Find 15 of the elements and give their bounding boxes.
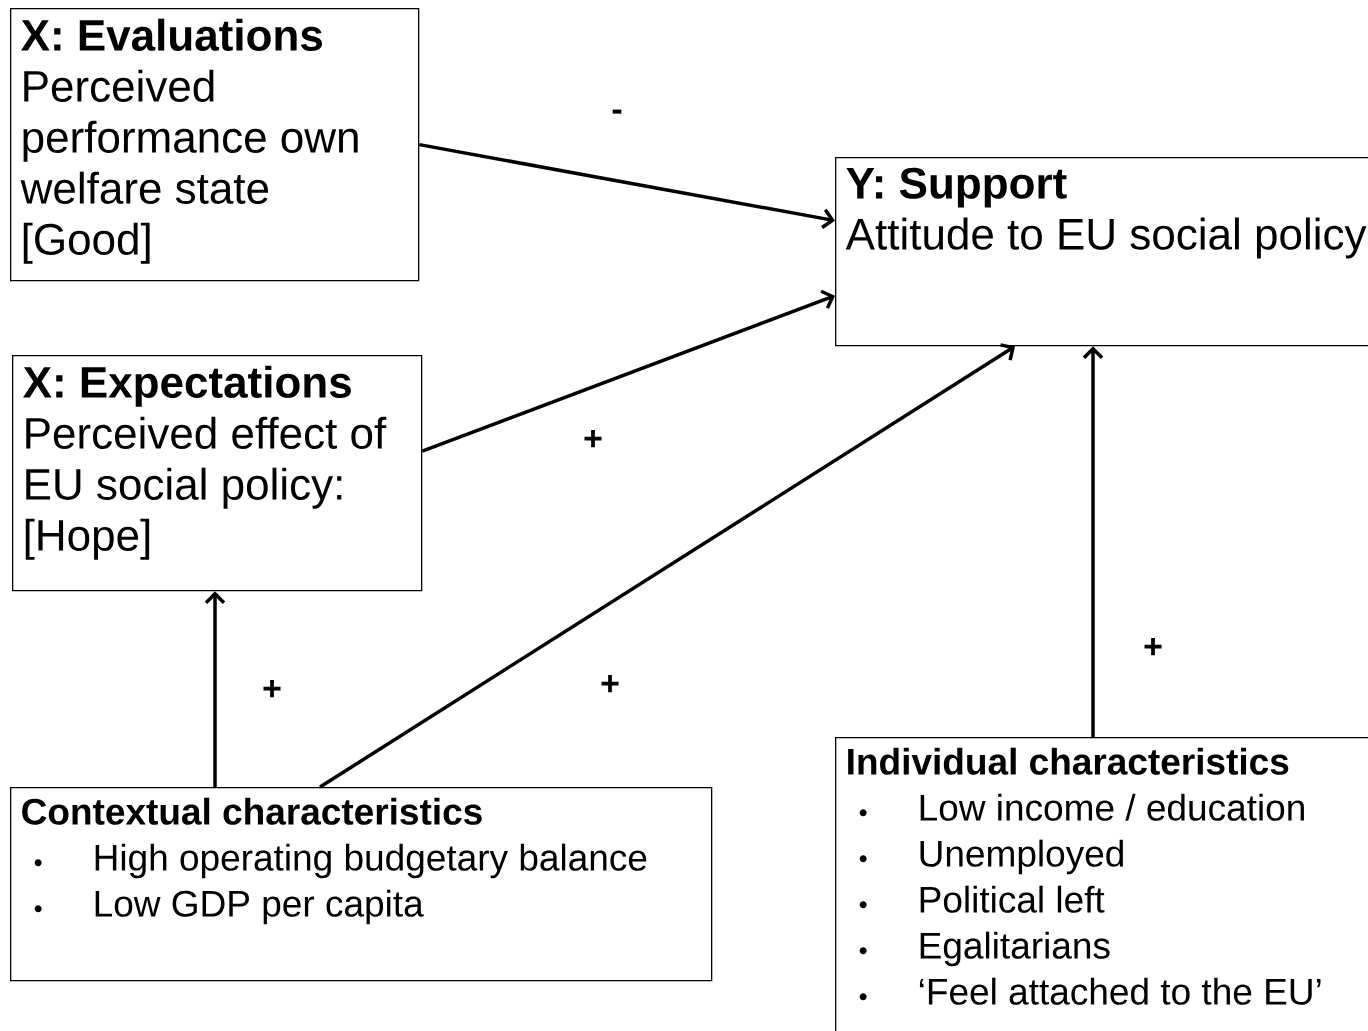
text-box: Contextual characteristics High operating budgetary balance Low GDP per capita bbox=[10, 787, 713, 982]
arrow bbox=[419, 142, 835, 229]
text-box: Individual characteristics Low income / education Unemployed Political left Egalitarians ‘Feel attached to the EU’ bbox=[835, 737, 1368, 1031]
edge-label: + bbox=[1144, 638, 1162, 656]
edge-label: + bbox=[601, 675, 619, 693]
text-box: Y: Support Attitude to EU social policy bbox=[835, 157, 1368, 347]
arrow bbox=[204, 591, 226, 787]
text-box: X: Expectations Perceived effect of EU social policy: [Hope] bbox=[12, 355, 423, 592]
arrow bbox=[319, 343, 1015, 789]
edge-label: + bbox=[584, 430, 602, 448]
edge-label: + bbox=[263, 680, 281, 698]
text-box: X: Evaluations Perceived performance own welfare state [Good] bbox=[10, 8, 420, 282]
arrow bbox=[421, 289, 835, 453]
arrow bbox=[1082, 346, 1104, 737]
edge-label: - bbox=[612, 109, 622, 114]
